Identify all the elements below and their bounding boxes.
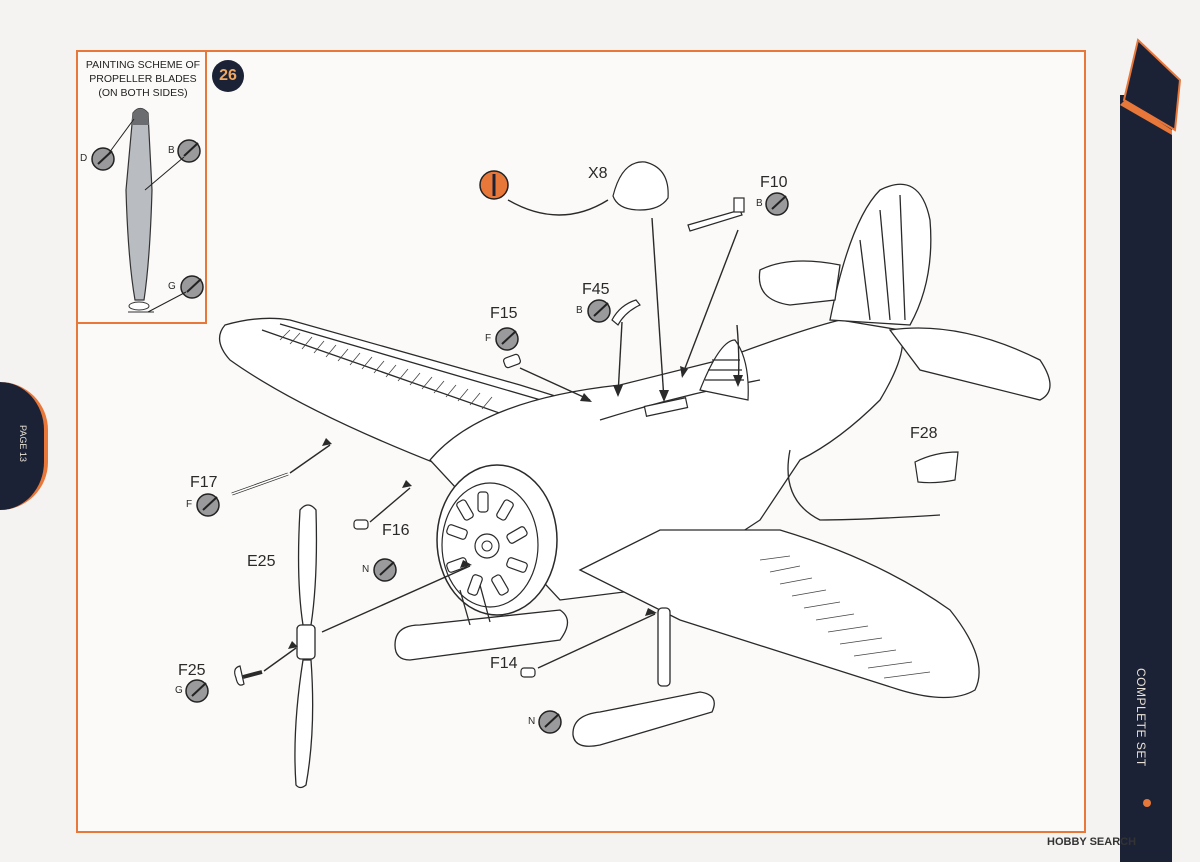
brand-logo <box>1122 38 1182 132</box>
band-dot-icon <box>1143 799 1151 807</box>
part-f10-knob <box>733 197 745 213</box>
part-label-f14: F14 <box>490 655 518 672</box>
band-accent <box>1120 100 1172 135</box>
part-color-f25: G <box>175 685 183 696</box>
part-color-f10: B <box>756 198 763 209</box>
wing-right <box>578 529 980 699</box>
page-number: PAGE 13 <box>18 425 28 462</box>
part-label-f17: F17 <box>190 474 218 491</box>
part-label-f10: F10 <box>760 174 788 191</box>
cockpit <box>643 339 749 417</box>
part-label-f28: F28 <box>910 425 938 442</box>
paint-brush-strokes <box>97 142 787 728</box>
part-f28 <box>914 451 959 484</box>
part-label-f16: F16 <box>382 522 410 539</box>
scheme-line-3: (ON BOTH SIDES) <box>98 87 188 99</box>
assembly-arrows <box>263 199 740 672</box>
part-label-f15: F15 <box>490 305 518 322</box>
tailplane-left <box>758 260 841 306</box>
painting-scheme-title: PAINTING SCHEME OF PROPELLER BLADES (ON … <box>80 58 206 100</box>
part-color-f15: F <box>485 333 492 344</box>
part-e25-propeller <box>294 504 318 789</box>
part-color-f16: N <box>362 564 370 575</box>
tailplane-right <box>888 327 1051 401</box>
loose-parts <box>231 161 959 686</box>
side-band <box>1120 95 1172 862</box>
part-label-f45: F45 <box>582 281 610 298</box>
engine-cowling <box>436 464 558 616</box>
part-label-x8: X8 <box>588 165 608 182</box>
scheme-line-1: PAINTING SCHEME OF <box>85 59 201 71</box>
scheme-line-2: PROPELLER BLADES <box>89 73 197 85</box>
step-number: 26 <box>212 60 244 92</box>
ski-right <box>572 607 715 747</box>
part-x8-canopy <box>612 161 669 211</box>
part-f15 <box>503 353 521 369</box>
part-label-f25: F25 <box>178 662 206 679</box>
part-color-f14: N <box>528 716 536 727</box>
part-f25-cap <box>234 665 245 686</box>
wing-right-ribs <box>759 555 931 679</box>
tail-fin <box>829 183 932 326</box>
part-f14 <box>520 667 536 678</box>
scheme-color-g: G <box>168 281 176 292</box>
arrow-heads <box>288 366 743 649</box>
propeller-blade-scheme <box>125 107 154 313</box>
part-f25-shaft <box>242 670 263 679</box>
scheme-color-b: B <box>168 145 175 156</box>
wing-left-ribs <box>279 329 493 410</box>
part-f10-rod <box>687 209 743 232</box>
part-label-e25: E25 <box>247 553 276 570</box>
complete-set-label: COMPLETE SET <box>1134 668 1148 767</box>
scheme-color-d: D <box>80 153 88 164</box>
part-color-f45: B <box>576 305 583 316</box>
part-f16 <box>353 519 369 530</box>
part-f45 <box>611 299 641 326</box>
hobby-search-watermark: HOBBY SEARCH <box>1047 836 1137 848</box>
part-color-f17: F <box>186 499 193 510</box>
ski-left <box>394 584 569 661</box>
scheme-leaders <box>108 118 187 313</box>
